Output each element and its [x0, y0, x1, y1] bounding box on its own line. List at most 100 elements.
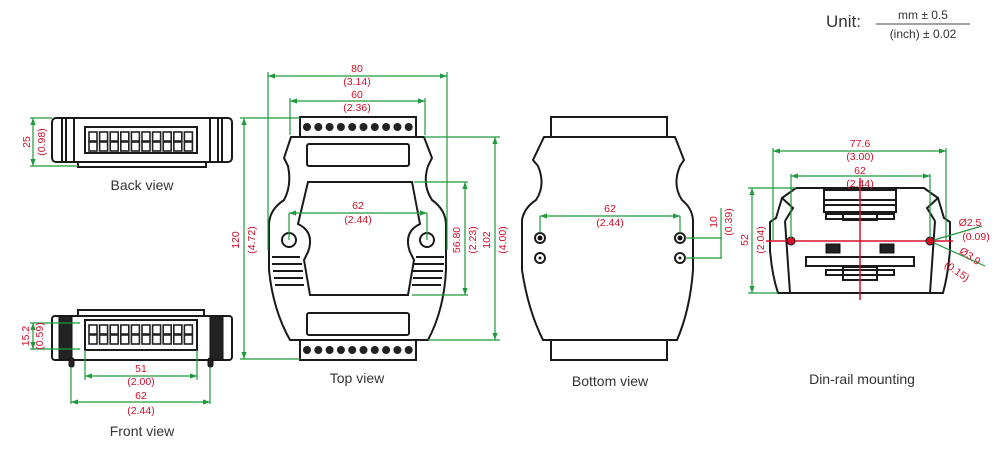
terminal-screw — [359, 123, 368, 131]
front-inner-mm: 51 — [135, 363, 147, 375]
top-term-in: (2.36) — [343, 102, 370, 114]
terminal-slot — [130, 131, 141, 142]
terminal-slot — [130, 324, 141, 335]
bottom-view: 62 (2.44) 10 (0.39) Bottom view — [521, 116, 735, 389]
terminal-slot — [88, 141, 98, 152]
terminal-slot — [98, 334, 109, 345]
terminal-screw — [393, 123, 402, 131]
terminal-slot — [141, 131, 151, 142]
top-term-mm: 60 — [351, 89, 363, 101]
bottom-pitch-in: (0.39) — [723, 208, 735, 235]
din-width-mm: 77.6 — [850, 138, 871, 150]
back-view-title: Back view — [110, 177, 174, 193]
unit-denominator: (inch) ± 0.02 — [890, 27, 957, 41]
back-terminal-block — [84, 126, 198, 154]
top-window — [296, 181, 422, 296]
terminal-slot — [173, 141, 183, 152]
front-inner-in: (2.00) — [127, 376, 154, 388]
back-view: 25 (0.98) Back view — [21, 117, 233, 193]
back-height-in: (0.98) — [36, 128, 48, 155]
terminal-slot — [183, 141, 194, 152]
top-hole-mm: 62 — [352, 200, 364, 212]
top-width-in: (3.14) — [343, 76, 370, 88]
terminal-slot — [88, 131, 98, 142]
terminal-screw — [348, 123, 357, 131]
top-view: 80 (3.14) 60 (2.36) 62 (2.44) 120 (4.72)… — [230, 63, 509, 386]
top-hole-in: (2.44) — [344, 214, 371, 226]
terminal-slot — [98, 141, 109, 152]
din-rail-view: 77.6 (3.00) 62 (2.44) 52 (2.04) Ø2.5 (0.… — [739, 138, 990, 387]
terminal-slot — [98, 131, 109, 142]
terminal-screw — [314, 123, 323, 131]
front-height-mm: 15.2 — [20, 326, 32, 347]
terminal-slot — [162, 324, 172, 335]
front-pin-mm: 62 — [135, 390, 147, 402]
terminal-slot — [120, 141, 130, 152]
terminal-screw — [348, 346, 357, 354]
din-d1-mm: Ø2.5 — [959, 217, 982, 229]
unit-label: Unit: — [826, 12, 861, 31]
terminal-slot — [109, 141, 119, 152]
top-height-in: (4.72) — [246, 226, 258, 253]
bottom-view-title: Bottom view — [572, 373, 649, 389]
terminal-screw — [370, 346, 379, 354]
din-hole-in: (2.44) — [846, 178, 873, 190]
din-rail-title: Din-rail mounting — [809, 371, 915, 387]
terminal-slot — [98, 324, 109, 335]
terminal-slot — [162, 334, 172, 345]
bottom-body — [521, 136, 694, 341]
terminal-slot — [141, 324, 151, 335]
terminal-screw — [314, 346, 323, 354]
terminal-slot — [130, 141, 141, 152]
terminal-slot — [183, 131, 194, 142]
terminal-slot — [120, 324, 130, 335]
terminal-slot — [173, 334, 183, 345]
terminal-slot — [151, 324, 162, 335]
terminal-slot — [151, 131, 162, 142]
top-center-mm: 56.80 — [451, 227, 463, 253]
terminal-slot — [151, 141, 162, 152]
terminal-slot — [130, 334, 141, 345]
terminal-screw — [336, 346, 345, 354]
top-width-mm: 80 — [351, 63, 363, 75]
top-view-title: Top view — [330, 370, 385, 386]
din-width-in: (3.00) — [846, 151, 873, 163]
din-hole-mm: 62 — [854, 165, 866, 177]
top-center-in: (2.23) — [467, 226, 479, 253]
din-height-in: (2.04) — [755, 226, 767, 253]
terminal-screw — [370, 123, 379, 131]
terminal-slot — [183, 334, 194, 345]
terminal-slot — [151, 334, 162, 345]
top-body-in: (4.00) — [497, 226, 509, 253]
terminal-screw — [382, 346, 391, 354]
terminal-screw — [404, 123, 413, 131]
din-height-mm: 52 — [739, 234, 751, 246]
terminal-screw — [359, 346, 368, 354]
terminal-slot — [109, 334, 119, 345]
front-pin-in: (2.44) — [127, 405, 154, 417]
terminal-screw — [382, 123, 391, 131]
top-height-mm: 120 — [230, 231, 242, 249]
terminal-slot — [109, 131, 119, 142]
terminal-screw — [404, 346, 413, 354]
terminal-screw — [325, 123, 334, 131]
terminal-slot — [141, 141, 151, 152]
terminal-slot — [173, 131, 183, 142]
front-terminal-block — [84, 319, 198, 351]
terminal-screw — [303, 346, 311, 354]
terminal-slot — [88, 334, 98, 345]
back-height-mm: 25 — [21, 136, 33, 148]
top-body-mm: 102 — [481, 231, 493, 249]
terminal-slot — [162, 131, 172, 142]
terminal-slot — [141, 334, 151, 345]
terminal-screw — [325, 346, 334, 354]
unit-legend: Unit: mm ± 0.5 (inch) ± 0.02 — [826, 8, 970, 41]
unit-numerator: mm ± 0.5 — [898, 8, 948, 22]
terminal-slot — [120, 131, 130, 142]
terminal-screw — [303, 123, 311, 131]
terminal-screw — [393, 346, 402, 354]
front-height-in: (0.59) — [34, 322, 46, 349]
terminal-slot — [162, 141, 172, 152]
bottom-hole-mm: 62 — [604, 203, 616, 215]
